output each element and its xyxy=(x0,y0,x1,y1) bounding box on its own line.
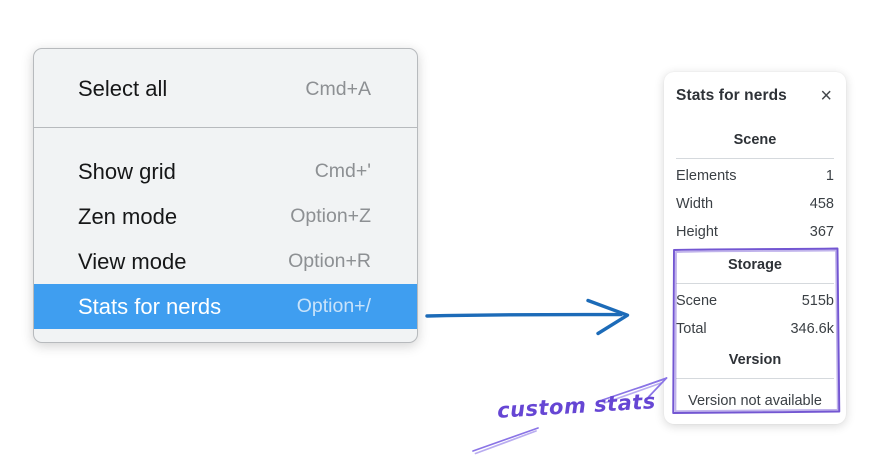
menu-item-shortcut: Cmd+A xyxy=(305,77,371,100)
annotation-custom-stats: custom stats xyxy=(496,389,657,423)
section-header-version: Version xyxy=(728,352,782,368)
menu-item-label: Stats for nerds xyxy=(78,293,222,319)
stat-value: 367 xyxy=(809,224,834,240)
stat-label: Width xyxy=(676,196,714,212)
stat-row-width: Width 458 xyxy=(676,190,834,218)
stat-label: Height xyxy=(676,224,718,240)
menu-divider xyxy=(34,127,417,128)
section-header-scene: Scene xyxy=(733,132,777,148)
stat-row-scene-size: Scene 515b xyxy=(676,287,834,315)
stats-panel-header: Stats for nerds × xyxy=(676,86,834,106)
stat-row-height: Height 367 xyxy=(676,218,834,246)
stats-panel-title: Stats for nerds xyxy=(676,87,787,104)
version-note: Version not available xyxy=(688,393,822,409)
menu-item-label: View mode xyxy=(78,248,187,274)
stats-panel: Stats for nerds × Scene Elements 1 Width… xyxy=(664,72,846,424)
menu-item-stats-for-nerds[interactable]: Stats for nerds Option+/ xyxy=(34,284,417,329)
menu-item-shortcut: Option+/ xyxy=(296,295,371,317)
menu-item-select-all[interactable]: Select all Cmd+A xyxy=(34,61,417,117)
menu-item-label: Zen mode xyxy=(78,203,178,229)
scene-rows: Elements 1 Width 458 Height 367 xyxy=(676,162,834,246)
section-header-storage: Storage xyxy=(728,257,782,273)
blue-arrow xyxy=(425,298,630,336)
annotation-arrow-tail xyxy=(472,427,539,455)
storage-rows: Scene 515b Total 346.6k xyxy=(676,287,834,343)
section-divider xyxy=(676,378,834,379)
close-icon[interactable]: × xyxy=(820,85,832,107)
menu-item-label: Show grid xyxy=(78,158,176,184)
stat-value: 515b xyxy=(801,293,834,309)
menu-item-label: Select all xyxy=(78,76,168,101)
section-divider xyxy=(676,283,834,284)
section-divider xyxy=(676,158,834,159)
menu-item-shortcut: Cmd+' xyxy=(314,160,371,182)
menu-section-bottom: Show grid Cmd+' Zen mode Option+Z View m… xyxy=(34,128,417,342)
menu-item-shortcut: Option+R xyxy=(288,250,371,272)
stat-value: 346.6k xyxy=(790,321,834,337)
stat-row-total-size: Total 346.6k xyxy=(676,315,834,343)
context-menu: Select all Cmd+A Show grid Cmd+' Zen mod… xyxy=(33,48,418,343)
menu-item-shortcut: Option+Z xyxy=(290,205,371,227)
stat-value: 458 xyxy=(809,196,834,212)
stat-label: Scene xyxy=(676,293,718,309)
stat-label: Total xyxy=(676,321,707,337)
stat-label: Elements xyxy=(676,168,737,184)
menu-item-view-mode[interactable]: View mode Option+R xyxy=(34,239,417,284)
menu-item-zen-mode[interactable]: Zen mode Option+Z xyxy=(34,194,417,239)
stat-value: 1 xyxy=(825,168,834,184)
stat-row-elements: Elements 1 xyxy=(676,162,834,190)
sketch-highlight-box xyxy=(672,247,841,414)
menu-section-top: Select all Cmd+A xyxy=(34,49,417,127)
menu-item-show-grid[interactable]: Show grid Cmd+' xyxy=(34,149,417,194)
